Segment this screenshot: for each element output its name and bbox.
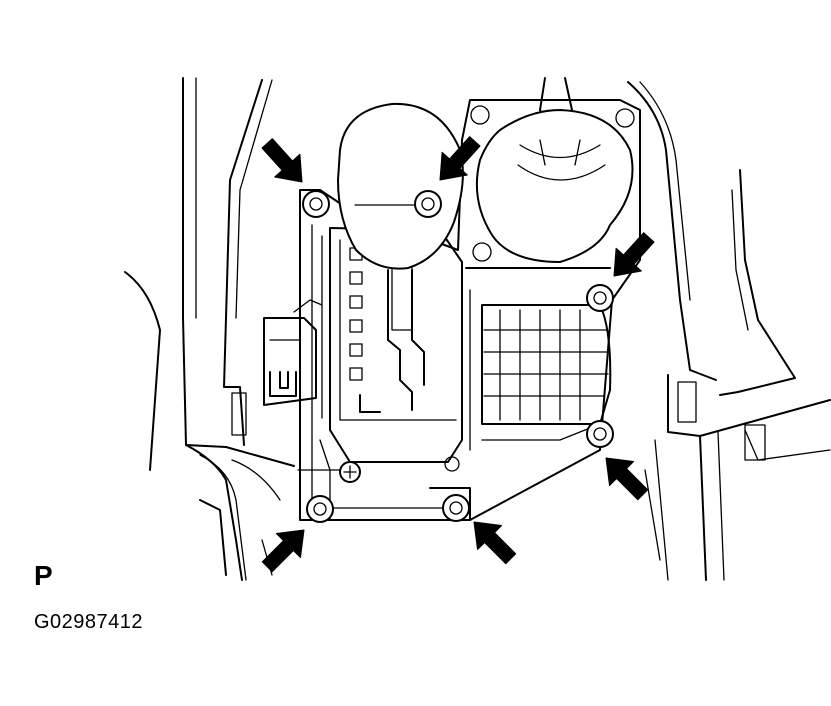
bolt-icon — [586, 284, 614, 312]
shift-gate-slider — [319, 227, 463, 471]
bolt-icon — [586, 420, 614, 448]
cable-bracket — [469, 289, 612, 451]
shift-boot — [465, 77, 635, 269]
pointer-arrow-icon — [605, 457, 649, 501]
linkage-screw — [339, 456, 460, 483]
pointer-arrow-icon — [473, 521, 517, 565]
figure-id: G02987412 — [34, 611, 144, 633]
shift-knob — [337, 102, 464, 331]
left-console-panel — [124, 77, 295, 581]
wiring-connector — [263, 299, 323, 406]
right-console-panel — [627, 81, 831, 581]
bolt-icon — [306, 495, 334, 523]
pointer-arrow-icon — [261, 138, 303, 183]
bolt-icon — [442, 494, 470, 522]
pointer-arrow-icon — [261, 529, 305, 573]
view-label: P — [34, 560, 53, 591]
pointer-arrow-icon — [613, 232, 655, 277]
bolt-icon — [302, 190, 330, 218]
bolt-icon — [414, 190, 442, 218]
pointer-arrow-icon — [439, 136, 481, 181]
